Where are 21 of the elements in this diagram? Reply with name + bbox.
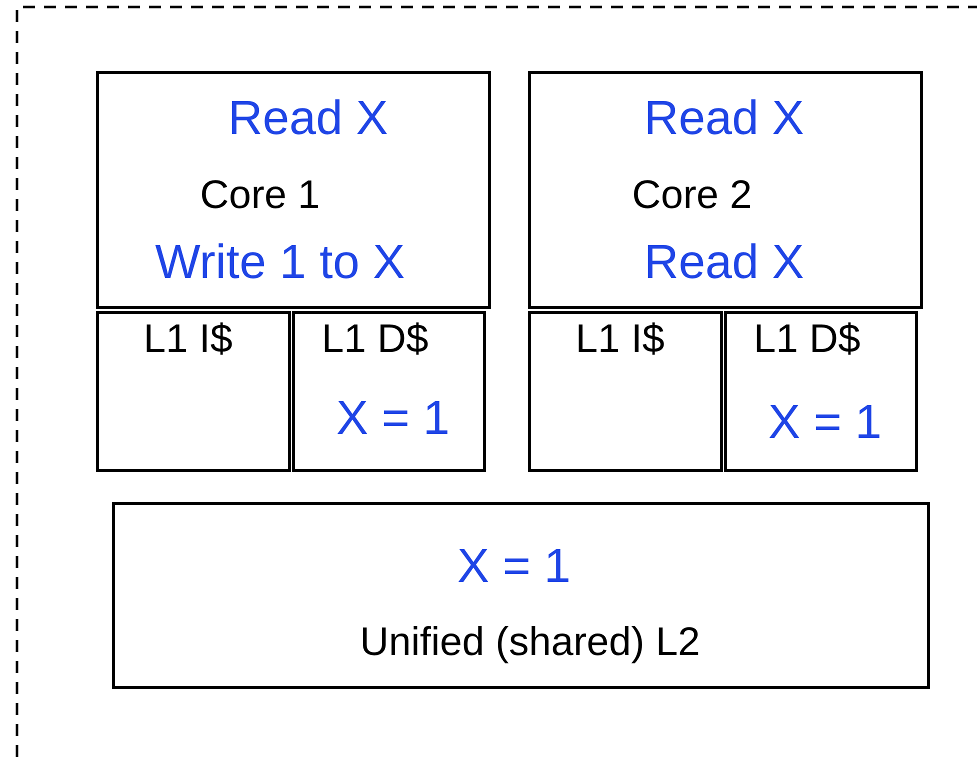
core-box [96, 71, 491, 309]
node-text: L1 I$ [144, 319, 232, 359]
node-text: Core 1 [200, 175, 320, 215]
node-text: X = 1 [768, 399, 882, 447]
node-text: Read X [228, 95, 388, 143]
node-text: L1 I$ [576, 319, 664, 359]
node-text: X = 1 [336, 395, 450, 443]
node-text: Read X [644, 239, 804, 287]
node-text: Unified (shared) L2 [360, 622, 700, 662]
cache-box [96, 311, 291, 472]
node-text: Read X [644, 95, 804, 143]
node-text: X = 1 [457, 543, 571, 591]
shared-cache-box [112, 502, 930, 689]
core-box [528, 71, 923, 309]
node-text: L1 D$ [322, 319, 428, 359]
cache-box [528, 311, 723, 472]
node-text: Core 2 [632, 175, 752, 215]
node-text: Write 1 to X [155, 239, 405, 287]
cache-box [292, 311, 486, 472]
node-text: L1 D$ [754, 319, 860, 359]
cache-box [724, 311, 918, 472]
